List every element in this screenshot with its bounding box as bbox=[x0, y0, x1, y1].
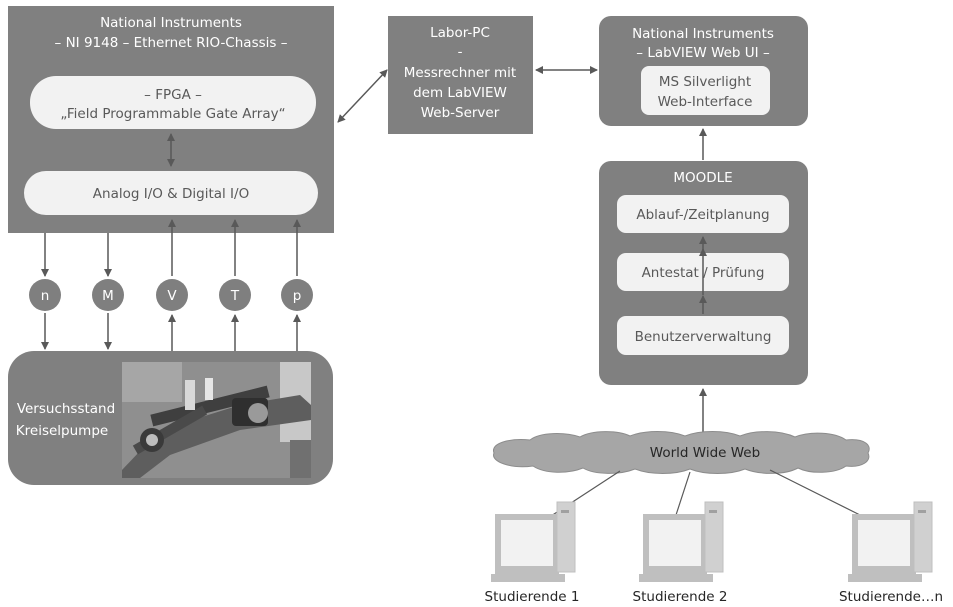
signal-p-label: p bbox=[293, 288, 302, 304]
silverlight-box bbox=[641, 66, 770, 115]
ni-chassis-title-line1: National Instruments bbox=[100, 15, 242, 31]
io-label: Analog I/O & Digital I/O bbox=[93, 186, 249, 202]
labor-pc-box: Labor-PC - Messrechner mit dem LabVIEW W… bbox=[388, 16, 533, 134]
tower bbox=[556, 501, 576, 573]
signal-t-label: T bbox=[230, 288, 240, 304]
labor-pc-line5: Web-Server bbox=[421, 105, 500, 121]
student-1-label: Studierende 1 bbox=[485, 589, 580, 605]
signal-v-circle bbox=[156, 279, 188, 311]
computer-icon bbox=[639, 501, 724, 582]
moodle-item-label: Ablauf-/Zeitplanung bbox=[636, 207, 769, 223]
keyboard bbox=[491, 574, 565, 582]
moodle-title: MOODLE bbox=[673, 170, 732, 186]
web-ui-box: National Instruments – LabVIEW Web UI – … bbox=[599, 16, 808, 126]
chassis-pc-arrow bbox=[337, 69, 388, 123]
tower-slot bbox=[561, 510, 569, 513]
web-ui-title-line1: National Instruments bbox=[632, 26, 774, 42]
silverlight-line1: MS Silverlight bbox=[659, 74, 751, 90]
tower-slot bbox=[918, 510, 926, 513]
signal-n-circle bbox=[29, 279, 61, 311]
tower-slot bbox=[709, 510, 717, 513]
monitor-screen bbox=[649, 520, 701, 566]
monitor-screen bbox=[501, 520, 553, 566]
keyboard bbox=[848, 574, 922, 582]
web-ui-title-line2: – LabVIEW Web UI – bbox=[636, 45, 770, 61]
ni-chassis-box: National Instruments – NI 9148 – Etherne… bbox=[8, 6, 334, 233]
test-rig-box: Versuchsstand Kreiselpumpe bbox=[8, 351, 333, 485]
ni-chassis-title-line2: – NI 9148 – Ethernet RIO-Chassis – bbox=[55, 35, 288, 51]
fpga-line2: „Field Programmable Gate Array“ bbox=[60, 106, 285, 122]
labor-pc-background bbox=[388, 16, 533, 134]
signal-t-circle bbox=[219, 279, 251, 311]
labor-pc-line4: dem LabVIEW bbox=[413, 85, 507, 101]
keyboard bbox=[639, 574, 713, 582]
photo-sensor bbox=[205, 378, 213, 400]
labor-pc-line1: Labor-PC bbox=[430, 25, 490, 41]
fpga-box bbox=[30, 76, 316, 129]
labor-pc-line2: - bbox=[458, 44, 463, 60]
signal-lines bbox=[41, 219, 301, 352]
signal-v-label: V bbox=[167, 288, 177, 304]
moodle-item-label: Benutzerverwaltung bbox=[635, 329, 772, 345]
io-box bbox=[24, 171, 318, 215]
tower bbox=[704, 501, 724, 573]
fpga-line1: – FPGA – bbox=[144, 87, 202, 103]
photo-sensor bbox=[185, 380, 195, 410]
internet-cloud: World Wide Web bbox=[493, 431, 870, 474]
computer-icon bbox=[491, 501, 576, 582]
signal-m-label: M bbox=[102, 288, 114, 304]
photo-base bbox=[290, 440, 311, 478]
photo-valve-center bbox=[146, 434, 158, 446]
tower bbox=[913, 501, 933, 573]
internet-label: World Wide Web bbox=[650, 445, 760, 461]
pump-photo bbox=[122, 362, 311, 478]
labor-pc-line3: Messrechner mit bbox=[404, 65, 516, 81]
signal-circles: n M V T p bbox=[29, 279, 313, 311]
test-rig-line1: Versuchsstand bbox=[17, 401, 115, 417]
silverlight-line2: Web-Interface bbox=[658, 94, 753, 110]
moodle-item-users bbox=[617, 316, 789, 355]
signal-p-circle bbox=[281, 279, 313, 311]
photo-pipe bbox=[150, 385, 270, 427]
computer-icon bbox=[848, 501, 933, 582]
signal-m-circle bbox=[92, 279, 124, 311]
student-2-label: Studierende 2 bbox=[633, 589, 728, 605]
photo-floor bbox=[122, 362, 182, 402]
signal-n-label: n bbox=[41, 288, 50, 304]
studentn-connection bbox=[769, 469, 861, 516]
test-rig-line2: Kreiselpumpe bbox=[16, 423, 108, 439]
photo-motor-flange bbox=[248, 403, 268, 423]
cloud-shape bbox=[493, 431, 870, 474]
monitor-screen bbox=[858, 520, 910, 566]
moodle-item-scheduling bbox=[617, 195, 789, 233]
student-n-label: Studierende…n bbox=[839, 589, 943, 605]
student2-connection bbox=[675, 471, 691, 516]
